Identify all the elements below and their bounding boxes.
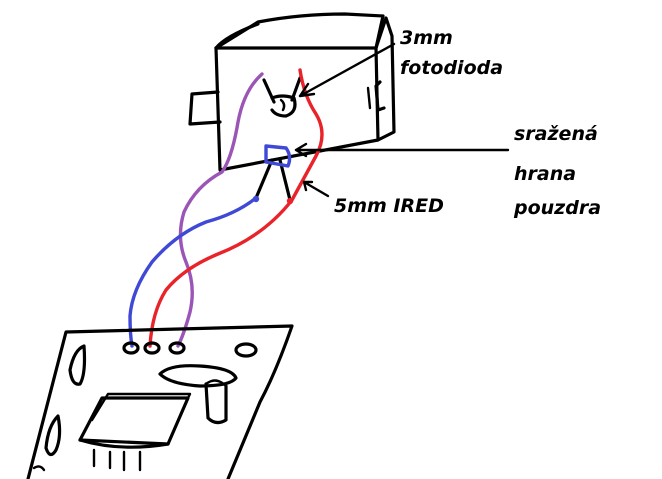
photodiode-lens [281, 100, 284, 110]
blue-lead-joint [253, 196, 259, 202]
right-mounting-tab-detail [368, 88, 370, 108]
chamfer-label-line2: hrana [514, 163, 576, 185]
header-pin-3 [170, 343, 184, 353]
small-capacitor [236, 344, 256, 356]
electrolytic-capacitor [206, 384, 226, 423]
chamfer-label-line3: pouzdra [513, 197, 601, 219]
ired-label: 5mm IRED [334, 195, 444, 217]
ired-left-lead [256, 160, 272, 198]
crystal-component [160, 366, 236, 386]
chamfer-label-line1: sražená [514, 123, 598, 145]
left-component-bottom [46, 416, 60, 455]
circuit-board [28, 326, 292, 479]
red-lead-joint [287, 198, 293, 204]
sensor-housing [190, 14, 394, 170]
ic-pins [94, 450, 140, 470]
photodiode [264, 78, 300, 116]
red-wire [150, 70, 322, 346]
ired-arrow [304, 182, 328, 196]
header-pin-2 [145, 343, 159, 353]
photodiode-label-line1: 3mm [400, 27, 453, 49]
left-component-top [70, 346, 85, 384]
bottom-left-mark [34, 466, 44, 470]
header-pin-1 [124, 343, 138, 353]
right-mounting-tab [376, 82, 384, 110]
photodiode-arrow [300, 44, 394, 96]
ic-chip [80, 398, 188, 444]
chamfer-arrow [296, 144, 508, 156]
left-mounting-tab [190, 92, 220, 124]
photodiode-label-line2: fotodioda [400, 57, 503, 79]
